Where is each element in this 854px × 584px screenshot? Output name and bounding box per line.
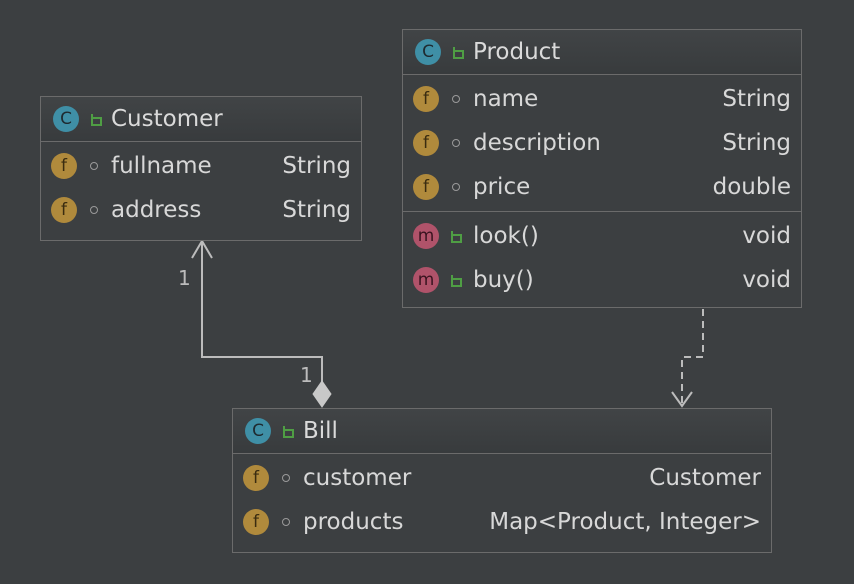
field-type: String — [282, 153, 351, 179]
dependency-arrowhead — [671, 391, 693, 408]
package-dot-icon — [279, 471, 293, 485]
class-name: Product — [473, 39, 561, 65]
method-name: look() — [473, 223, 539, 249]
method-m-icon: m — [413, 223, 439, 249]
field-name: price — [473, 174, 531, 200]
methods-section: m look() void m buy() void — [403, 212, 801, 304]
field-row[interactable]: f fullname String — [41, 144, 361, 188]
field-row[interactable]: f customer Customer — [233, 456, 771, 500]
package-dot-icon — [279, 515, 293, 529]
customer-multiplicity-label: 1 — [178, 266, 191, 290]
class-bill[interactable]: C Bill f customer Customer f products Ma… — [232, 408, 772, 553]
field-row[interactable]: f description String — [403, 121, 801, 165]
field-type: String — [722, 130, 791, 156]
class-product[interactable]: C Product f name String f description St… — [402, 29, 802, 308]
method-return-type: void — [742, 223, 791, 249]
field-row[interactable]: f price double — [403, 165, 801, 209]
package-dot-icon — [87, 159, 101, 173]
unlocked-icon — [449, 273, 463, 287]
field-f-icon: f — [413, 174, 439, 200]
field-f-icon: f — [243, 509, 269, 535]
field-row[interactable]: f name String — [403, 77, 801, 121]
field-name: name — [473, 86, 539, 112]
package-dot-icon — [87, 203, 101, 217]
method-name: buy() — [473, 267, 534, 293]
class-customer[interactable]: C Customer f fullname String f address S… — [40, 96, 362, 241]
unlocked-icon — [451, 45, 465, 59]
composition-diamond — [312, 380, 332, 408]
fields-section: f customer Customer f products Map<Produ… — [233, 454, 771, 546]
field-type: double — [712, 174, 791, 200]
class-c-icon: C — [53, 106, 79, 132]
field-f-icon: f — [413, 130, 439, 156]
unlocked-icon — [89, 112, 103, 126]
bill-multiplicity-label: 1 — [300, 363, 313, 387]
field-type: String — [722, 86, 791, 112]
method-m-icon: m — [413, 267, 439, 293]
class-c-icon: C — [245, 418, 271, 444]
customer-arrowhead — [191, 239, 213, 259]
field-name: address — [111, 197, 202, 223]
fields-section: f name String f description String f pri… — [403, 75, 801, 212]
field-name: fullname — [111, 153, 212, 179]
field-f-icon: f — [51, 153, 77, 179]
class-header: C Product — [403, 30, 801, 75]
package-dot-icon — [449, 92, 463, 106]
field-f-icon: f — [413, 86, 439, 112]
class-name: Customer — [111, 106, 223, 132]
field-name: customer — [303, 465, 412, 491]
field-row[interactable]: f products Map<Product, Integer> — [233, 500, 771, 544]
product-bill-dependency-line — [681, 309, 704, 405]
method-return-type: void — [742, 267, 791, 293]
class-c-icon: C — [415, 39, 441, 65]
method-row[interactable]: m buy() void — [403, 258, 801, 302]
unlocked-icon — [449, 229, 463, 243]
fields-section: f fullname String f address String — [41, 142, 361, 234]
field-name: products — [303, 509, 404, 535]
customer-bill-association-line — [201, 241, 323, 383]
field-row[interactable]: f address String — [41, 188, 361, 232]
class-header: C Customer — [41, 97, 361, 142]
field-name: description — [473, 130, 601, 156]
field-f-icon: f — [243, 465, 269, 491]
unlocked-icon — [281, 424, 295, 438]
class-name: Bill — [303, 418, 338, 444]
field-f-icon: f — [51, 197, 77, 223]
field-type: String — [282, 197, 351, 223]
package-dot-icon — [449, 180, 463, 194]
field-type: Map<Product, Integer> — [489, 509, 761, 535]
package-dot-icon — [449, 136, 463, 150]
field-type: Customer — [649, 465, 761, 491]
method-row[interactable]: m look() void — [403, 214, 801, 258]
class-header: C Bill — [233, 409, 771, 454]
